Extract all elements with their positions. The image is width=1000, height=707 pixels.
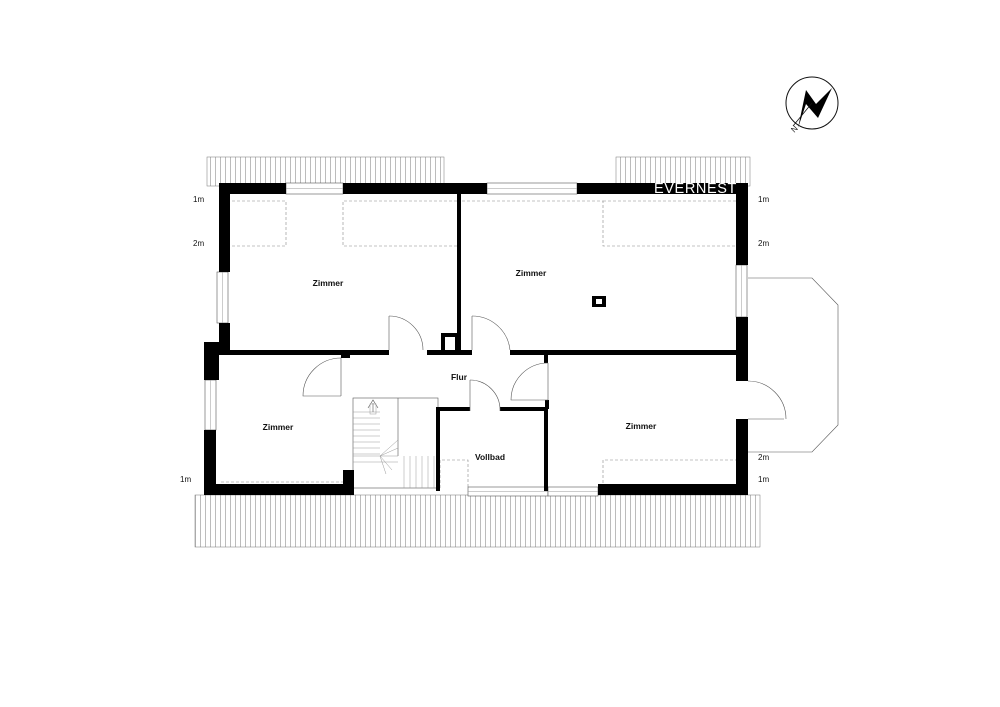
- stair-treads: [353, 411, 435, 488]
- bay-window-outline: [748, 277, 839, 453]
- room-label-zimmer-top-left: Zimmer: [313, 278, 344, 288]
- dim-label-right-2m: 2m: [758, 239, 769, 248]
- stair-arrow-head: [367, 399, 379, 409]
- room-label-zimmer-bottom-left: Zimmer: [263, 422, 294, 432]
- roof-overhang-bottom: [194, 494, 761, 548]
- windows: [204, 182, 748, 497]
- stair-tread: [379, 455, 393, 471]
- walls: [204, 183, 748, 495]
- room-label-zimmer-bottom-right: Zimmer: [626, 421, 657, 431]
- room-label-flur: Flur: [451, 372, 468, 382]
- dim-label-left-1m: 1m: [193, 195, 204, 204]
- dim-label-right-1m: 1m: [758, 195, 769, 204]
- dim-label-left-2m: 2m: [193, 239, 204, 248]
- north-label: N: [789, 124, 800, 135]
- dim-label-left-bottom-1m: 1m: [180, 475, 191, 484]
- room-label-zimmer-top-right: Zimmer: [516, 268, 547, 278]
- north-arrow-icon: N: [785, 76, 839, 135]
- stair-opening: [352, 397, 439, 489]
- chimney-marker: [592, 296, 606, 307]
- roof-overhang-top-left: [206, 156, 445, 187]
- roof-overhang-top-right: [615, 156, 751, 187]
- brand-logo: EVERNEST: [654, 181, 737, 197]
- dim-label-right-bottom-2m: 2m: [758, 453, 769, 462]
- stair-tread: [379, 447, 399, 457]
- stair-tread: [379, 455, 387, 475]
- room-label-vollbad: Vollbad: [475, 452, 505, 462]
- dim-label-right-bottom-1m: 1m: [758, 475, 769, 484]
- doors: [302, 315, 787, 420]
- stair-tread: [379, 439, 399, 457]
- ceiling-limit-lines: [221, 200, 736, 488]
